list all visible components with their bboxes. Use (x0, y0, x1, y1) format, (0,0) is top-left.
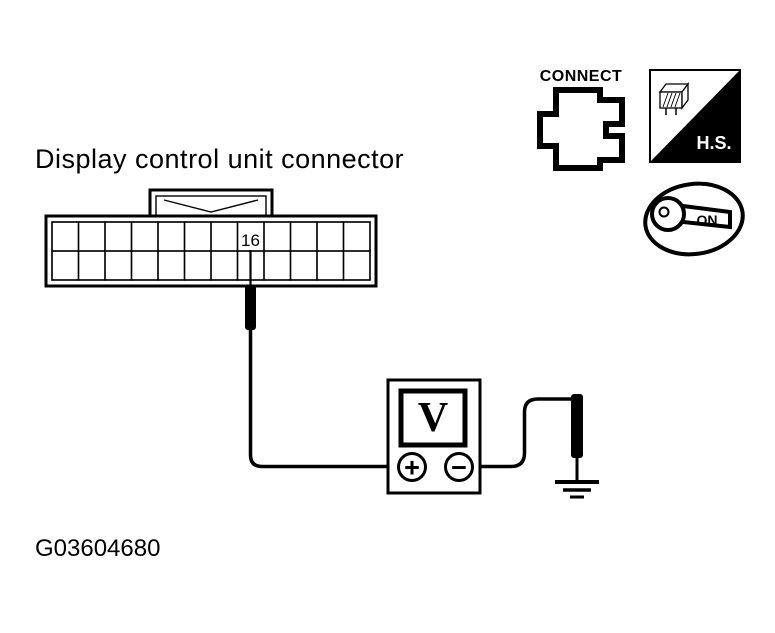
hs-connector-icon (658, 82, 690, 115)
pin-cell (342, 250, 371, 281)
key-icon (650, 196, 732, 232)
positive-terminal-symbol: + (404, 453, 420, 483)
ignition-on-label: ON (697, 212, 718, 228)
voltmeter-display (398, 388, 468, 448)
hs-hatch-line (662, 92, 669, 108)
hs-label: H.S. (696, 133, 731, 153)
connect-label: CONNECT (540, 68, 623, 85)
ground-probe (571, 394, 583, 458)
hs-badge-triangle (650, 70, 740, 162)
hs-badge: H.S. (649, 69, 741, 163)
connector-tab (148, 188, 274, 220)
connector-plug-icon (537, 87, 625, 171)
positive-terminal (397, 452, 427, 482)
negative-terminal-symbol: − (451, 453, 467, 483)
hs-hatch-line (666, 92, 673, 108)
negative-terminal (444, 452, 474, 482)
hs-hatch-line (670, 92, 677, 108)
diagram-title: Display control unit connector (35, 144, 404, 174)
pin-grid (51, 221, 371, 281)
hs-hatch-line (674, 92, 681, 108)
hs-connector-side-face (681, 82, 689, 110)
voltmeter-display-letter: V (418, 395, 448, 441)
key-hole (658, 206, 670, 218)
voltmeter: V + − (386, 378, 482, 495)
connect-badge: CONNECT (537, 68, 625, 171)
meter-lead-wire-left (248, 326, 389, 469)
pin-16-probe (245, 285, 256, 330)
ground-symbol (555, 456, 599, 499)
pin-16-label: 16 (241, 231, 260, 250)
ignition-on-badge: ON (643, 181, 745, 257)
connector-tab-chevron-icon (163, 199, 259, 213)
meter-lead-wire-right (479, 397, 574, 469)
display-control-unit-connector: 16 (44, 188, 378, 290)
figure-id: G03604680 (35, 535, 160, 562)
